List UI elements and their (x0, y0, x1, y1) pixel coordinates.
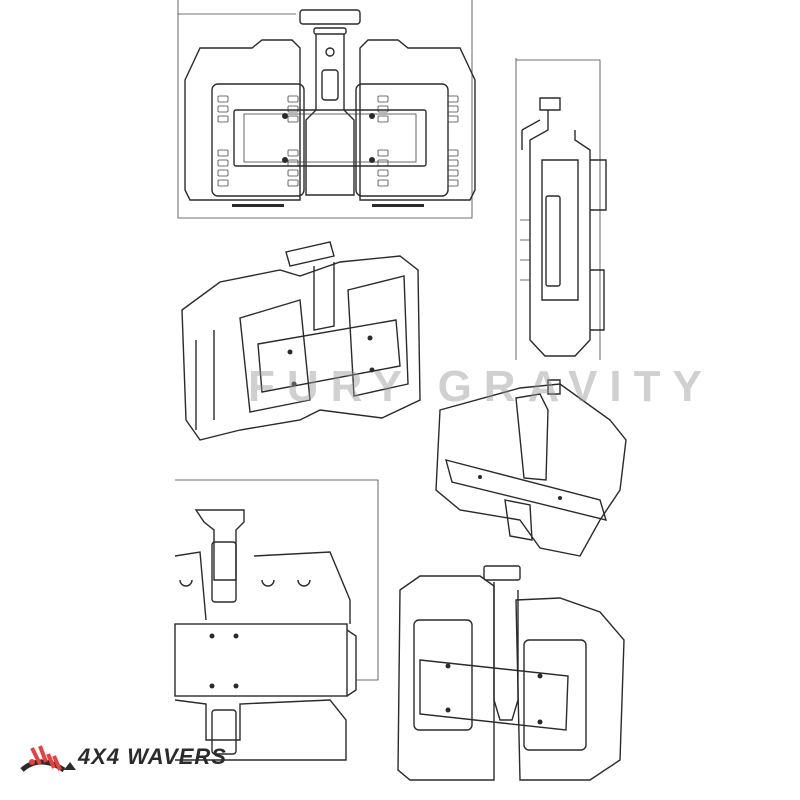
side-view (515, 58, 607, 360)
angled-front-view (397, 565, 625, 781)
front-view (177, 0, 476, 219)
isometric-view (181, 241, 421, 441)
mount-detail-view (435, 379, 627, 557)
brand-logo[interactable]: 4X4 WAVERS (20, 742, 227, 772)
watermark: FURY GRAVITY (248, 362, 714, 411)
wave-logo-icon (20, 745, 76, 772)
rear-mount-view (174, 479, 379, 761)
logo-text: 4X4 WAVERS (78, 744, 227, 769)
